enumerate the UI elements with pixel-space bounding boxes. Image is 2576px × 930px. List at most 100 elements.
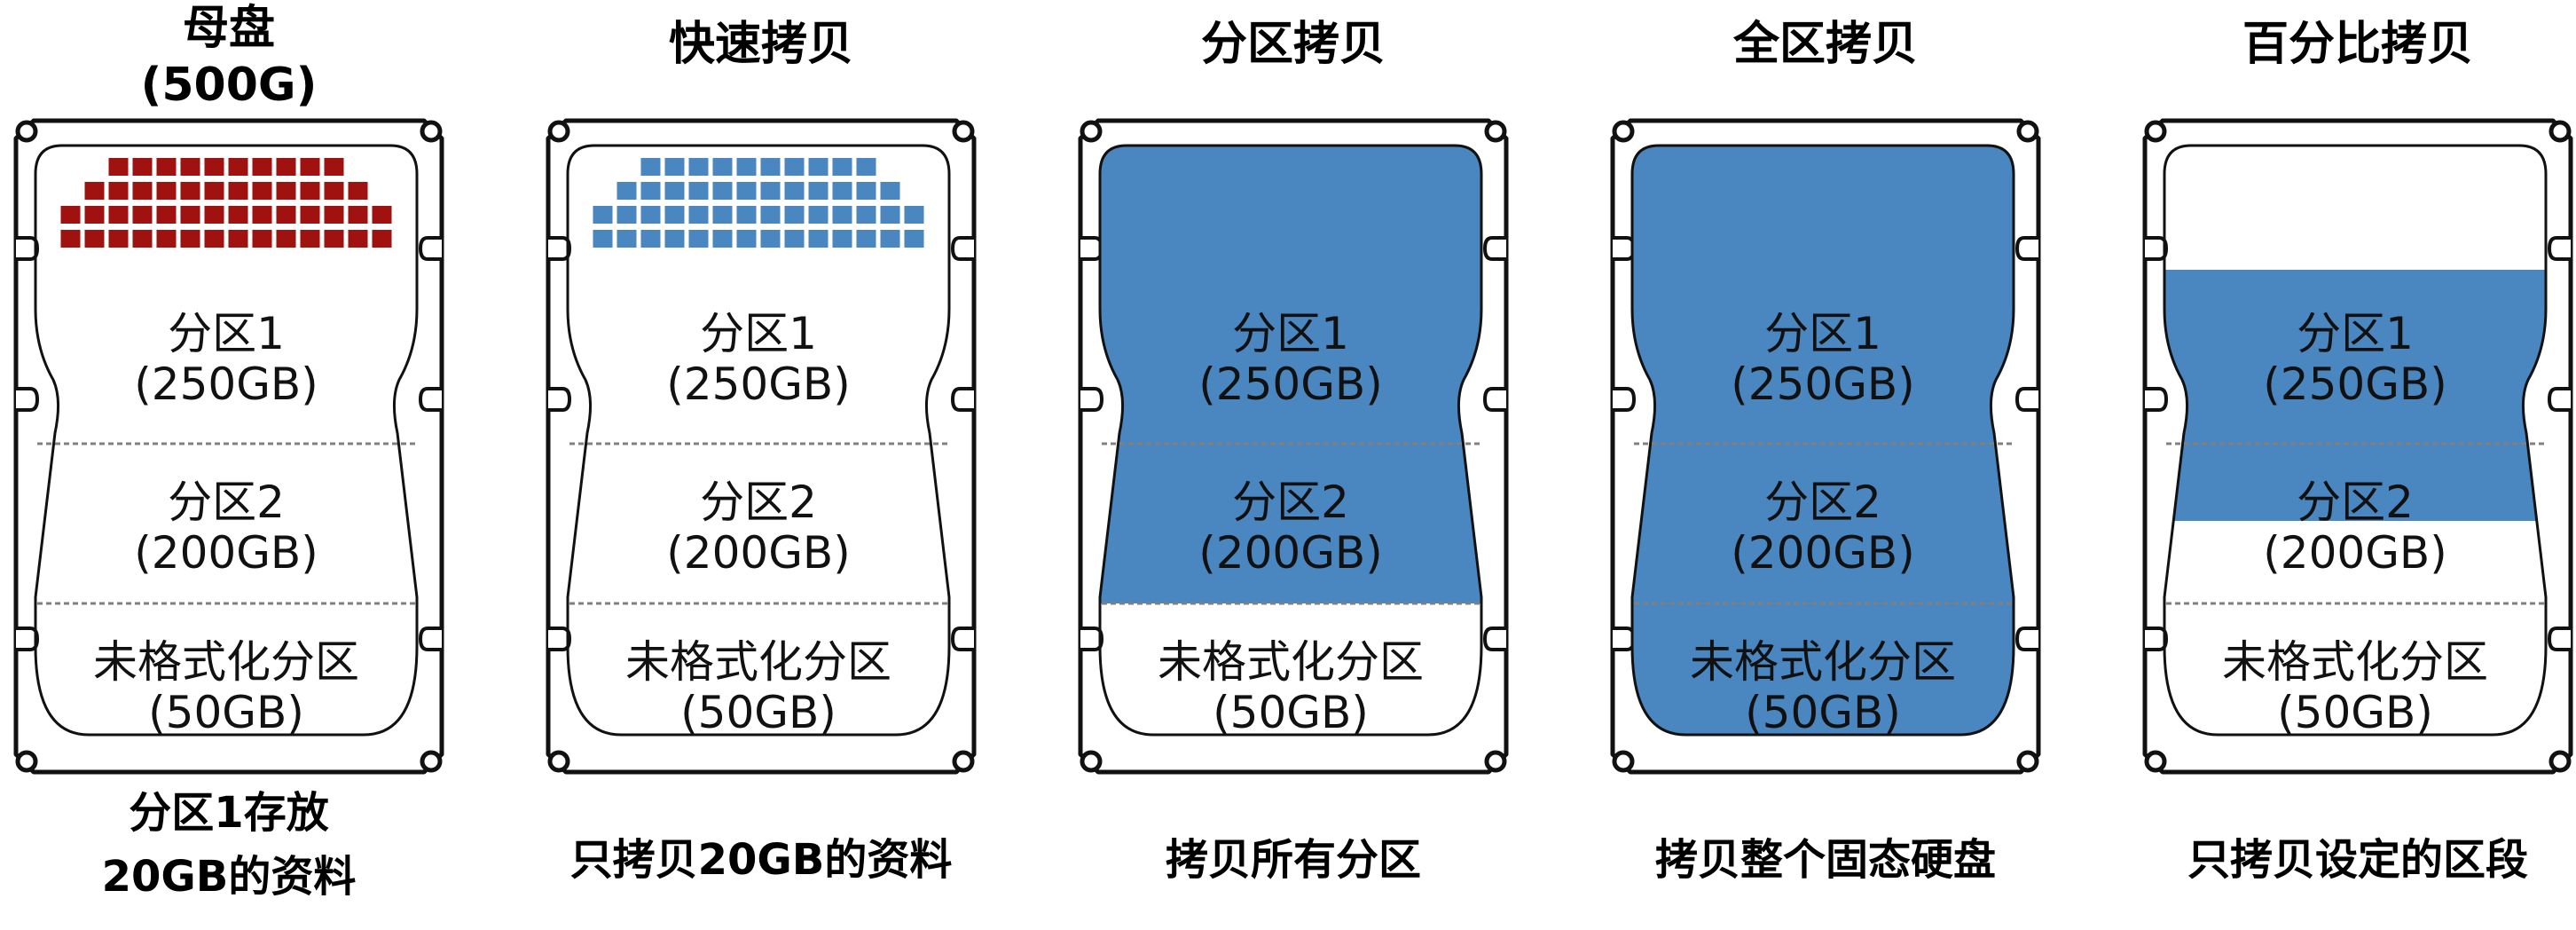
partition-name: 分区1: [1764, 308, 1881, 359]
data-block: [856, 230, 876, 248]
mount-tab: [1080, 387, 1104, 412]
partition-size: (200GB): [666, 527, 851, 579]
data-block: [300, 230, 320, 248]
data-block: [880, 182, 900, 200]
data-block: [904, 206, 924, 224]
drive-diagram: 分区1(250GB)分区2(200GB)未格式化分区(50GB): [2142, 118, 2573, 775]
data-block: [84, 206, 105, 224]
data-block: [760, 158, 781, 176]
mount-tab: [2547, 236, 2571, 261]
data-block: [300, 158, 320, 176]
data-block: [204, 182, 224, 200]
mount-tab: [950, 387, 974, 412]
partition-size: (250GB): [1731, 359, 1915, 410]
data-block: [712, 158, 733, 176]
data-block: [640, 230, 661, 248]
screw-hole: [1484, 120, 1507, 143]
data-block: [760, 206, 781, 224]
mount-tab: [1080, 627, 1104, 651]
screw-hole: [952, 120, 975, 143]
screw-hole: [1612, 120, 1635, 143]
screw-hole: [2016, 120, 2039, 143]
data-block: [784, 206, 805, 224]
data-block: [617, 206, 637, 224]
data-block: [593, 206, 613, 224]
screw-hole: [420, 120, 443, 143]
mount-tab: [1613, 627, 1637, 651]
screw-hole: [2144, 750, 2167, 773]
data-block: [784, 182, 805, 200]
partition-name: 分区1: [700, 308, 817, 359]
screw-hole: [420, 750, 443, 773]
title-line-1: 百分比拷贝: [2242, 18, 2473, 71]
partition-size: (200GB): [134, 527, 318, 579]
title-line-1: 全区拷贝: [1732, 18, 1918, 71]
screw-hole: [1080, 120, 1103, 143]
column-partition-copy: 分区拷贝 分区1(250GB)分区2(200GB)未格式化分区(50GB) 拷贝…: [1072, 0, 1515, 930]
mount-tab: [548, 236, 572, 261]
partition-name: 未格式化分区: [1690, 636, 1956, 688]
mount-tab: [1613, 236, 1637, 261]
data-block: [688, 182, 709, 200]
data-block: [324, 182, 344, 200]
data-block: [593, 230, 613, 248]
data-block: [252, 230, 272, 248]
data-block: [156, 158, 177, 176]
data-block: [372, 206, 392, 224]
data-block: [832, 158, 852, 176]
data-block: [108, 182, 129, 200]
data-block: [228, 182, 248, 200]
mount-tab: [548, 387, 572, 412]
data-block: [228, 206, 248, 224]
data-block: [664, 230, 685, 248]
data-block: [228, 230, 248, 248]
partition-name: 分区1: [168, 308, 285, 359]
partition-size: (250GB): [666, 359, 851, 410]
partition-name: 未格式化分区: [2222, 636, 2488, 688]
caption-line-1: 分区1存放: [129, 788, 329, 838]
screw-hole: [952, 750, 975, 773]
partition-name: 未格式化分区: [93, 636, 359, 688]
mount-tab: [16, 387, 40, 412]
data-block: [736, 182, 757, 200]
data-block: [832, 206, 852, 224]
mount-tab: [418, 387, 442, 412]
data-block: [84, 230, 105, 248]
drive-cavity: [34, 144, 419, 737]
mount-tab: [418, 627, 442, 651]
data-block: [808, 182, 829, 200]
screw-hole: [1484, 750, 1507, 773]
fill-partitions: [1100, 146, 1481, 603]
data-block: [252, 182, 272, 200]
data-block: [132, 158, 153, 176]
mount-tab: [2145, 236, 2169, 261]
data-block: [252, 206, 272, 224]
caption-line-1: 只拷贝设定的区段: [2187, 835, 2528, 885]
data-block: [856, 206, 876, 224]
data-block: [832, 182, 852, 200]
screw-hole: [15, 120, 38, 143]
mount-tab: [950, 627, 974, 651]
data-block: [880, 206, 900, 224]
data-block: [204, 206, 224, 224]
data-block: [760, 182, 781, 200]
data-block: [180, 206, 200, 224]
partition-name: 分区2: [2297, 477, 2414, 528]
data-block: [180, 182, 200, 200]
data-block: [784, 230, 805, 248]
data-block: [276, 230, 296, 248]
mount-tab: [1080, 236, 1104, 261]
caption-line-2: 20GB的资料: [101, 852, 357, 902]
drive-diagram: 分区1(250GB)分区2(200GB)未格式化分区(50GB): [1610, 118, 2041, 775]
screw-hole: [547, 750, 570, 773]
data-block: [712, 206, 733, 224]
screw-hole: [2549, 750, 2572, 773]
data-block: [664, 158, 685, 176]
data-block: [132, 206, 153, 224]
partition-name: 未格式化分区: [625, 636, 891, 688]
column-title: 分区拷贝: [1072, 16, 1515, 73]
data-block: [276, 158, 296, 176]
data-block: [348, 230, 368, 248]
screw-hole: [2549, 120, 2572, 143]
data-block: [60, 206, 81, 224]
